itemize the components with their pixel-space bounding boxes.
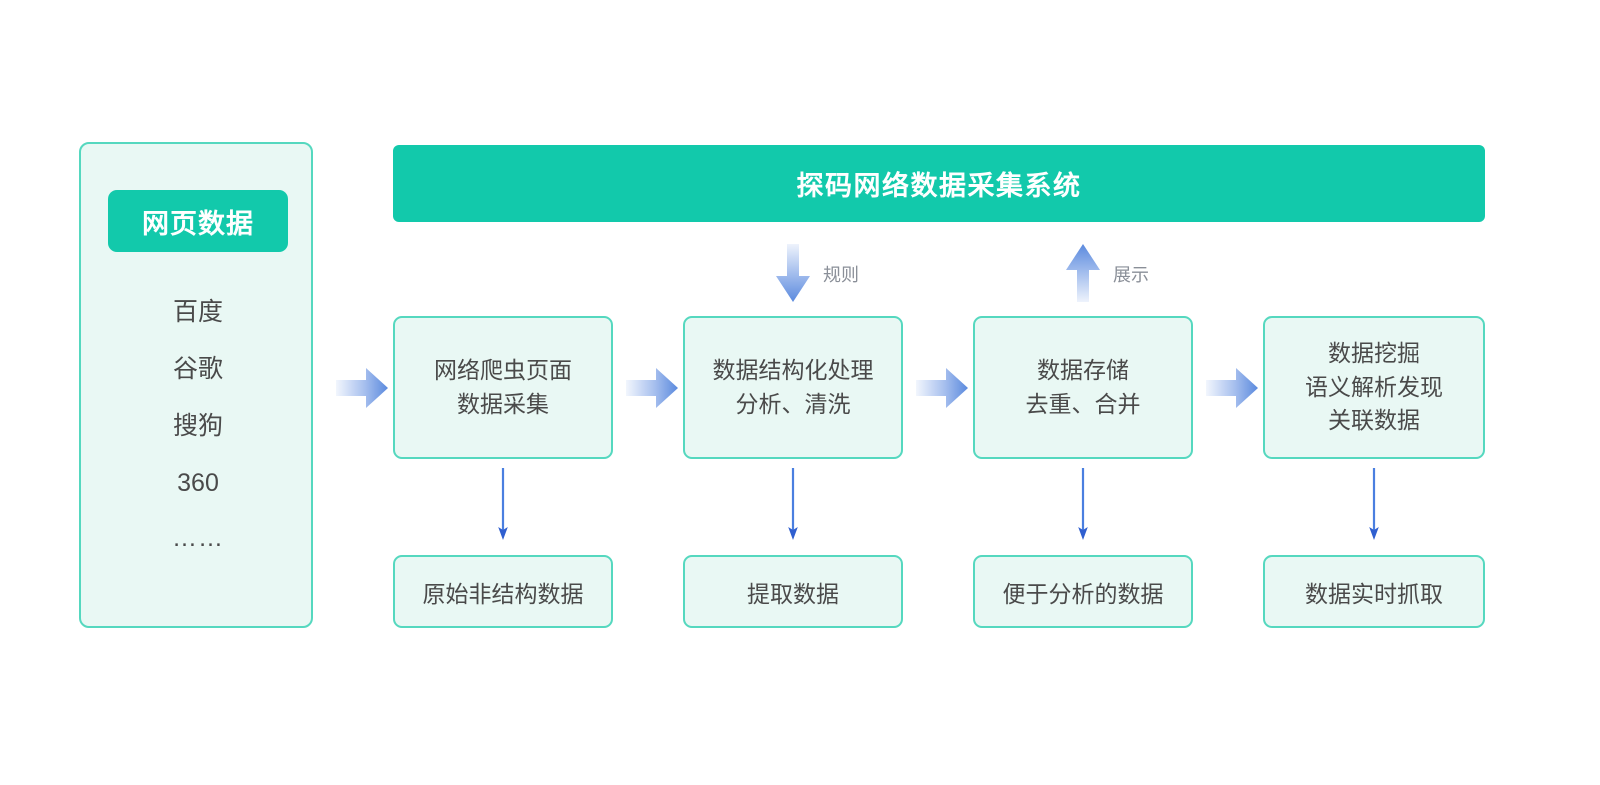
arrow-right-block-icon xyxy=(626,368,678,408)
process-box-structure[interactable]: 数据结构化处理 分析、清洗 xyxy=(683,316,903,459)
output-box-label: 提取数据 xyxy=(747,580,839,607)
arrow-up-block-icon xyxy=(1066,244,1100,302)
process-box-storage[interactable]: 数据存储 去重、合并 xyxy=(973,316,1193,459)
source-engine-list: 百度 谷歌 搜狗 360 …… xyxy=(81,284,315,567)
output-box-label: 数据实时抓取 xyxy=(1305,580,1443,607)
arrow-down-block-icon xyxy=(776,244,810,302)
web-data-badge: 网页数据 xyxy=(108,190,288,252)
arrow-down-thin-icon xyxy=(785,468,801,540)
arrow-right-block-icon xyxy=(916,368,968,408)
arrow-down-thin-icon xyxy=(1366,468,1382,540)
web-data-source-panel: 网页数据 百度 谷歌 搜狗 360 …… xyxy=(79,142,313,628)
source-list-item-ellipsis: …… xyxy=(172,524,224,552)
process-box-label: 网络爬虫页面 数据采集 xyxy=(434,357,572,417)
source-list-item: 谷歌 xyxy=(172,355,223,383)
process-box-label: 数据存储 去重、合并 xyxy=(1025,357,1141,417)
arrow-down-thin-icon xyxy=(495,468,511,540)
source-list-item: 360 xyxy=(177,469,219,497)
process-box-crawl[interactable]: 网络爬虫页面 数据采集 xyxy=(393,316,613,459)
flow-label-down: 规则 xyxy=(823,265,859,285)
system-title-bar: 探码网络数据采集系统 xyxy=(393,145,1485,222)
process-box-mining[interactable]: 数据挖掘 语义解析发现 关联数据 xyxy=(1263,316,1485,459)
flow-label-up: 展示 xyxy=(1113,265,1149,285)
output-box-realtime-data[interactable]: 数据实时抓取 xyxy=(1263,555,1485,628)
source-list-item: 搜狗 xyxy=(172,412,223,440)
arrow-right-block-icon xyxy=(1206,368,1258,408)
arrow-right-block-icon xyxy=(336,368,388,408)
output-box-extracted-data[interactable]: 提取数据 xyxy=(683,555,903,628)
process-box-label: 数据结构化处理 分析、清洗 xyxy=(712,357,874,417)
output-box-analysis-ready-data[interactable]: 便于分析的数据 xyxy=(973,555,1193,628)
process-box-label: 数据挖掘 语义解析发现 关联数据 xyxy=(1305,340,1443,434)
arrow-down-thin-icon xyxy=(1075,468,1091,540)
output-box-raw-data[interactable]: 原始非结构数据 xyxy=(393,555,613,628)
output-box-label: 原始非结构数据 xyxy=(422,580,584,607)
output-box-label: 便于分析的数据 xyxy=(1002,580,1164,607)
source-list-item: 百度 xyxy=(172,298,223,326)
